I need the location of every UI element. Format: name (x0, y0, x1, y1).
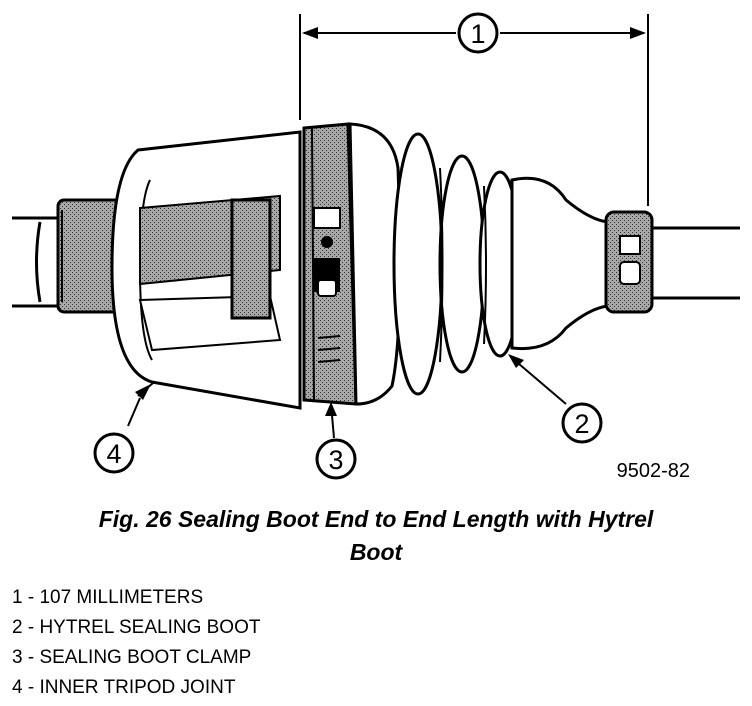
sealing-boot-clamp (302, 122, 358, 406)
legend-item: 2 - HYTREL SEALING BOOT (12, 617, 261, 638)
leader-lines (127, 354, 567, 439)
legend-item: 1 - 107 MILLIMETERS (12, 587, 204, 608)
tripod-joint-housing (110, 130, 302, 410)
callout-4: 4 (93, 432, 135, 474)
callout-2: 2 (561, 402, 603, 444)
legend-list: 1 - 107 MILLIMETERS 2 - HYTREL SEALING B… (12, 583, 260, 703)
right-shaft (652, 226, 740, 300)
figure-caption: Fig. 26 Sealing Boot End to End Length w… (0, 503, 752, 569)
caption-line-2: Boot (349, 539, 403, 565)
left-shaft (12, 216, 60, 308)
callout-1-number: 1 (470, 19, 485, 49)
dimension-line (299, 14, 649, 206)
callout-3-number: 3 (328, 445, 343, 475)
boot-diagram: 1 2 3 4 9502-82 (12, 12, 740, 482)
caption-line-1: Fig. 26 Sealing Boot End to End Length w… (98, 506, 654, 532)
callout-3: 3 (315, 438, 357, 480)
figure-number: 9502-82 (617, 460, 690, 482)
legend-item: 3 - SEALING BOOT CLAMP (12, 647, 252, 668)
callout-4-number: 4 (106, 439, 121, 469)
hytrel-sealing-boot (348, 122, 610, 406)
right-clamp (604, 210, 654, 314)
callout-2-number: 2 (574, 409, 589, 439)
callout-1: 1 (457, 12, 499, 54)
legend-item: 4 - INNER TRIPOD JOINT (12, 677, 236, 698)
